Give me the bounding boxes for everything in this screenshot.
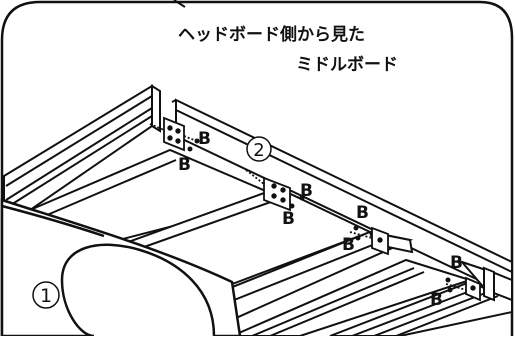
fastener-label: B: [300, 181, 313, 201]
fastener-label: B: [282, 209, 295, 229]
bracket-3: [349, 226, 389, 256]
fastener-label: B: [198, 129, 211, 149]
bracket-1: [149, 116, 195, 152]
fastener-label: B: [430, 290, 443, 310]
callout-2-number: 2: [253, 140, 264, 161]
fastener-label: B: [356, 203, 369, 223]
callout-1-number: 1: [40, 285, 52, 307]
caption-line-1: ヘッドボード側から見た: [178, 24, 365, 45]
bracket-2: [245, 169, 301, 212]
rolled-mat: [0, 198, 242, 338]
fastener-label: B: [178, 155, 191, 175]
fastener-label: B: [342, 235, 355, 255]
caption-line-2: ミドルボード: [296, 55, 398, 75]
right-end-slat: [458, 259, 513, 302]
fastener-labels: B B B B B B B B: [178, 129, 463, 310]
callout-leader-line: [173, 0, 186, 8]
fastener-label: B: [450, 253, 463, 273]
screws: [187, 138, 453, 293]
callout-1-circle: [32, 281, 60, 309]
bracket-4: [445, 276, 481, 302]
callout-2-circle: [246, 136, 272, 162]
